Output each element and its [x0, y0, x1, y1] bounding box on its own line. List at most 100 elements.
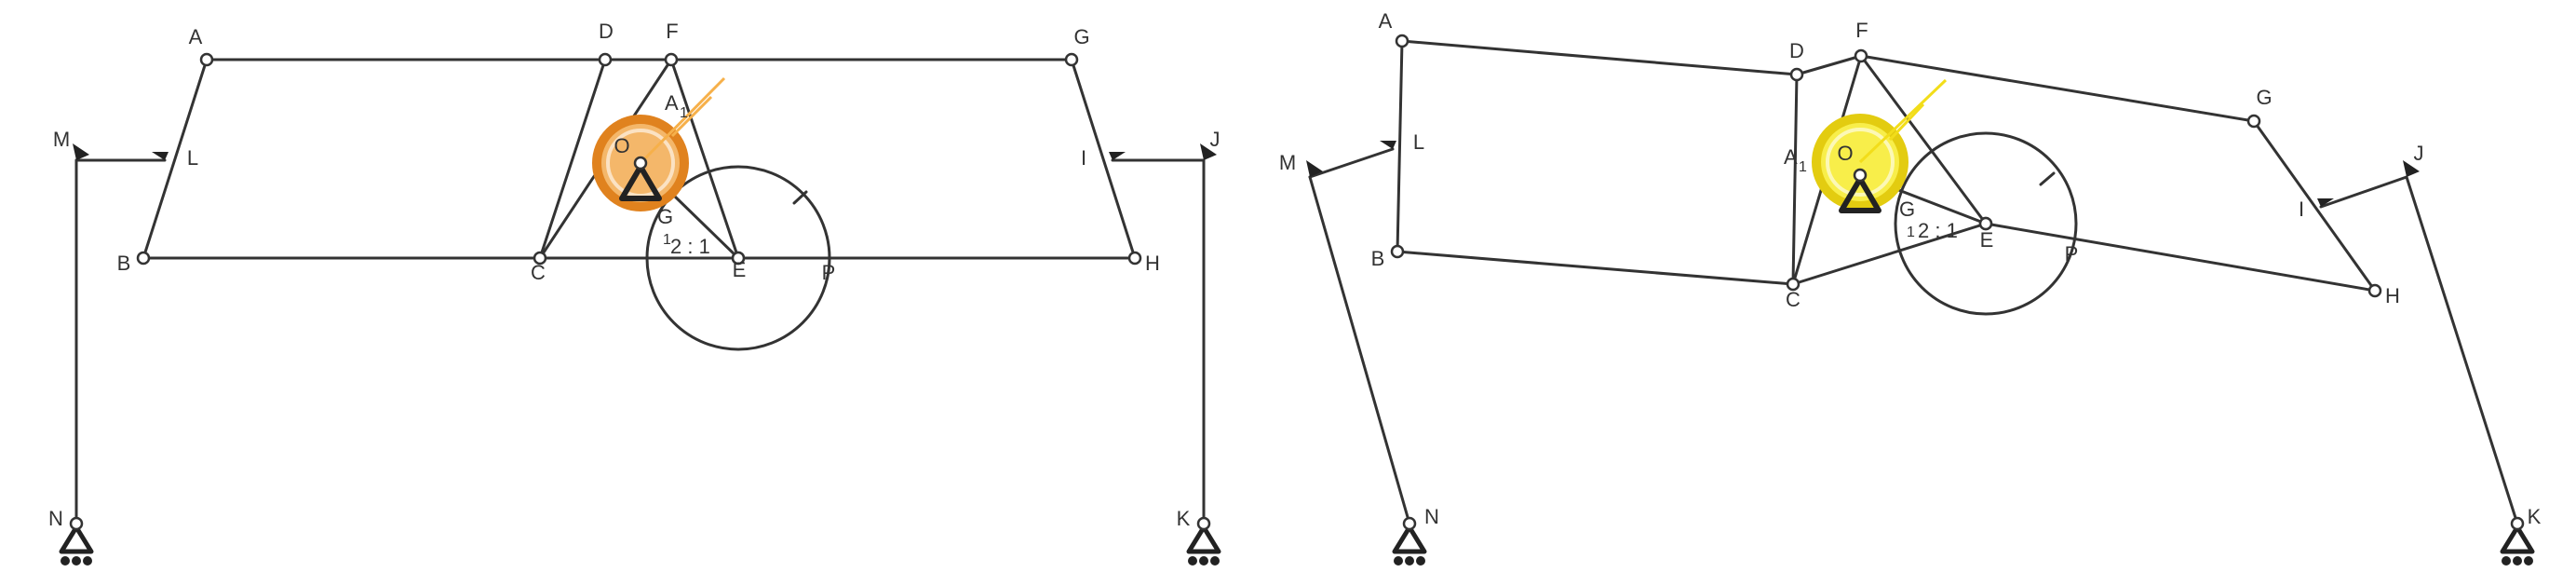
left-joint-o[interactable] [633, 156, 648, 170]
right-rigid-ij [2319, 175, 2408, 209]
left-label-e: E [733, 258, 747, 281]
right-motor-ray-1 [1888, 102, 1925, 142]
right-joint-f[interactable] [1854, 48, 1868, 63]
right-bar-ce [1791, 222, 1988, 286]
right-label-f: F [1855, 19, 1868, 42]
left-label-h: H [1145, 252, 1160, 275]
right-bar-gh [2252, 119, 2377, 293]
left-joint-f[interactable] [664, 52, 679, 67]
left-roller-wheel-k-0 [1188, 556, 1197, 566]
left-roller-wheel-k-1 [1199, 556, 1208, 566]
left-label-a: A [189, 25, 203, 48]
right-fixed-pivot-o-icon [1839, 176, 1881, 213]
right-bar-bc [1396, 250, 1795, 286]
right-bar-ab [1396, 39, 1404, 253]
right-joint-c[interactable] [1786, 277, 1801, 292]
right-roller-support-k-icon [2500, 525, 2535, 554]
right-rigid-mark-i [2317, 198, 2334, 207]
left-rigid-mark-l [152, 152, 169, 160]
right-motor-ray-0 [1858, 78, 1948, 164]
right-roller-wheel-k-2 [2524, 556, 2533, 566]
left-joint-b[interactable] [136, 251, 151, 266]
left-bar-ab [142, 58, 209, 260]
right-label-e: E [1980, 228, 1994, 252]
left-label-d: D [599, 20, 614, 43]
left-gear-ratio: 2 : 1 [670, 235, 710, 258]
left-roller-support-n-icon [59, 525, 94, 554]
left-label-m: M [53, 128, 70, 151]
left-joint-c[interactable] [533, 251, 547, 266]
right-label-a: A [1379, 9, 1393, 33]
right-gear-ratio: 2 : 1 [1918, 219, 1958, 242]
right-bar-mn [1308, 175, 1411, 525]
right-label-a1-sub: 1 [1799, 159, 1807, 175]
left-label-b: B [117, 252, 131, 275]
right-bar-dc [1791, 73, 1799, 286]
right-joint-g[interactable] [2246, 114, 2261, 129]
right-motor-inner [1826, 128, 1895, 197]
left-motor-ray-0 [639, 76, 726, 165]
left-rigid-mark-j [1200, 143, 1217, 160]
left-label-g1-sub: 1 [663, 232, 671, 248]
right-circle-tick [2039, 171, 2056, 186]
right-crank-circle [1894, 131, 2078, 316]
left-label-p: P [822, 261, 836, 284]
left-roller-wheel-n-0 [61, 556, 70, 566]
right-rigid-ml [1308, 147, 1395, 179]
right-joint-d[interactable] [1789, 67, 1804, 82]
left-joint-k[interactable] [1196, 516, 1211, 531]
left-joint-n[interactable] [69, 516, 84, 531]
left-label-o: O [614, 134, 629, 157]
right-label-b: B [1371, 247, 1385, 270]
right-roller-wheel-n-2 [1416, 556, 1425, 566]
left-joint-a[interactable] [199, 52, 214, 67]
left-fixed-pivot-o-icon [619, 164, 662, 201]
right-label-p: P [2065, 242, 2079, 266]
left-joint-d[interactable] [598, 52, 613, 67]
right-bar-ad [1400, 39, 1799, 76]
right-joint-b[interactable] [1390, 244, 1405, 259]
right-joint-n[interactable] [1402, 516, 1417, 531]
left-label-l: L [187, 146, 198, 170]
right-roller-wheel-n-1 [1405, 556, 1414, 566]
left-label-a1: A [665, 91, 679, 115]
right-bar-df [1795, 54, 1863, 76]
right-bar-fg [1859, 54, 2256, 123]
right-label-i: I [2299, 198, 2304, 221]
left-roller-wheel-n-1 [72, 556, 81, 566]
right-label-d: D [1789, 39, 1804, 62]
right-label-o: O [1837, 142, 1853, 165]
right-label-m: M [1279, 151, 1296, 174]
right-label-n: N [1424, 505, 1439, 528]
right-roller-wheel-n-0 [1394, 556, 1403, 566]
left-roller-wheel-k-2 [1210, 556, 1220, 566]
right-label-h: H [2385, 284, 2400, 307]
left-rigid-mark-i [1109, 152, 1126, 160]
left-bar-fe [669, 58, 740, 260]
left-joint-h[interactable] [1127, 251, 1142, 266]
left-pin-e[interactable] [731, 251, 746, 266]
right-joint-o[interactable] [1853, 168, 1868, 183]
right-rigid-mark-l [1380, 141, 1396, 149]
left-label-a1-sub: 1 [680, 105, 688, 121]
right-bar-fe [1859, 54, 1988, 225]
left-label-f: F [666, 20, 678, 43]
left-joint-g[interactable] [1064, 52, 1079, 67]
right-joint-k[interactable] [2510, 516, 2525, 531]
right-label-j: J [2414, 142, 2424, 165]
left-label-c: C [531, 261, 546, 284]
right-joint-h[interactable] [2367, 283, 2382, 298]
right-label-g1-sub: 1 [1907, 225, 1915, 240]
right-joint-a[interactable] [1395, 34, 1409, 48]
right-label-l: L [1413, 130, 1424, 154]
right-label-k: K [2528, 505, 2542, 528]
right-roller-wheel-k-0 [2502, 556, 2511, 566]
right-pin-e[interactable] [1978, 216, 1993, 231]
right-bar-jk [2405, 175, 2519, 525]
right-rigid-mark-m [1306, 160, 1323, 177]
left-bar-dc [538, 58, 607, 260]
left-motor-ray-1 [670, 95, 713, 138]
right-label-a1: A [1784, 145, 1798, 169]
